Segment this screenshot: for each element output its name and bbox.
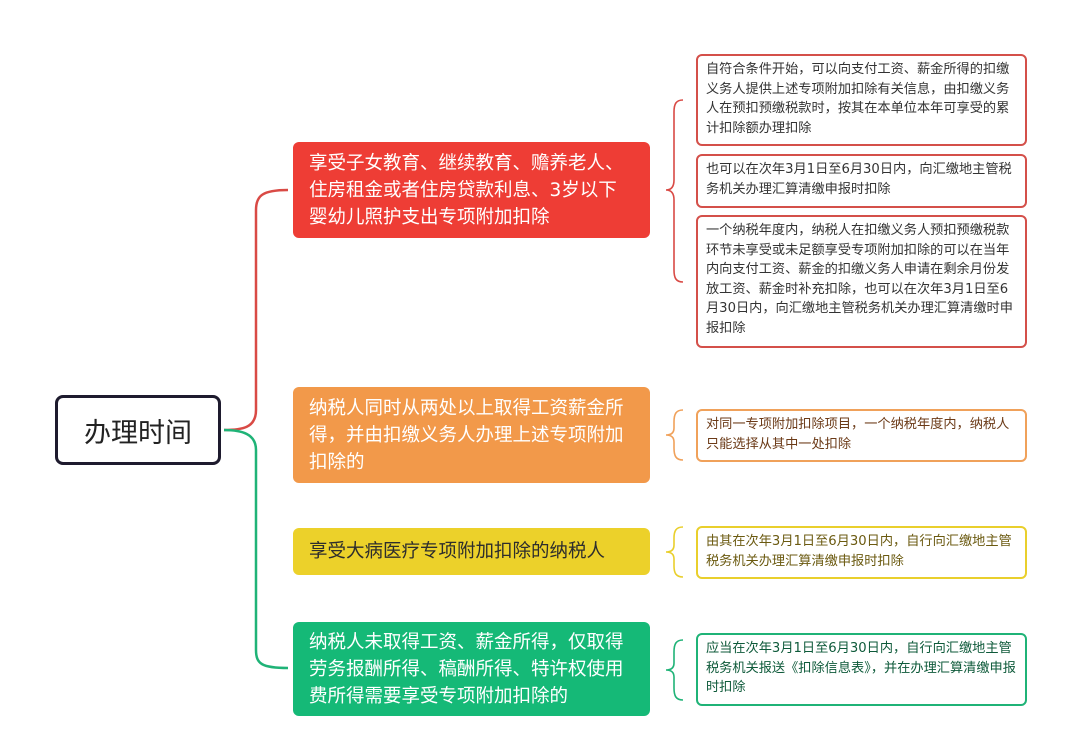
category-multiple-salary-sources: 纳税人同时从两处以上取得工资薪金所得，并由扣缴义务人办理上述专项附加扣除的 (293, 387, 650, 483)
category-label: 纳税人同时从两处以上取得工资薪金所得，并由扣缴义务人办理上述专项附加扣除的 (309, 397, 624, 473)
note-single-source-choice: 对同一专项附加扣除项目，一个纳税年度内，纳税人只能选择从其中一处扣除 (696, 409, 1027, 462)
note-text: 也可以在次年3月1日至6月30日内，向汇缴地主管税务机关办理汇算清缴申报时扣除 (706, 162, 1012, 197)
root-node: 办理时间 (55, 395, 221, 465)
category-serious-illness: 享受大病医疗专项附加扣除的纳税人 (293, 528, 650, 575)
note-supplementary-deduction: 一个纳税年度内，纳税人在扣缴义务人预扣预缴税款环节未享受或未足额享受专项附加扣除… (696, 215, 1027, 348)
note-withholding-agent: 自符合条件开始，可以向支付工资、薪金所得的扣缴义务人提供上述专项附加扣除有关信息… (696, 54, 1027, 146)
note-text: 对同一专项附加扣除项目，一个纳税年度内，纳税人只能选择从其中一处扣除 (706, 417, 1010, 452)
note-text: 一个纳税年度内，纳税人在扣缴义务人预扣预缴税款环节未享受或未足额享受专项附加扣除… (706, 223, 1013, 336)
note-text: 由其在次年3月1日至6月30日内，自行向汇缴地主管税务机关办理汇算清缴申报时扣除 (706, 534, 1012, 569)
brace-cat-4 (665, 639, 684, 701)
category-label: 纳税人未取得工资、薪金所得，仅取得劳务报酬所得、稿酬所得、特许权使用费所得需要享… (309, 631, 624, 707)
root-label: 办理时间 (84, 417, 192, 449)
brace-cat-1 (665, 99, 684, 283)
note-submit-deduction-form: 应当在次年3月1日至6月30日内，自行向汇缴地主管税务机关报送《扣除信息表》，并… (696, 633, 1027, 706)
connector-root-to-upper (223, 188, 289, 432)
category-label: 享受大病医疗专项附加扣除的纳税人 (309, 541, 606, 562)
note-annual-settlement: 也可以在次年3月1日至6月30日内，向汇缴地主管税务机关办理汇算清缴申报时扣除 (696, 154, 1027, 208)
category-no-salary-income: 纳税人未取得工资、薪金所得，仅取得劳务报酬所得、稿酬所得、特许权使用费所得需要享… (293, 622, 650, 716)
connector-root-to-lower (223, 428, 289, 670)
brace-cat-2 (665, 409, 684, 461)
note-text: 应当在次年3月1日至6月30日内，自行向汇缴地主管税务机关报送《扣除信息表》，并… (706, 641, 1016, 696)
note-text: 自符合条件开始，可以向支付工资、薪金所得的扣缴义务人提供上述专项附加扣除有关信息… (706, 62, 1010, 136)
note-self-declaration: 由其在次年3月1日至6月30日内，自行向汇缴地主管税务机关办理汇算清缴申报时扣除 (696, 526, 1027, 579)
brace-cat-3 (665, 526, 684, 578)
category-child-education: 享受子女教育、继续教育、赡养老人、住房租金或者住房贷款利息、3岁以下婴幼儿照护支… (293, 142, 650, 238)
category-label: 享受子女教育、继续教育、赡养老人、住房租金或者住房贷款利息、3岁以下婴幼儿照护支… (309, 152, 624, 228)
